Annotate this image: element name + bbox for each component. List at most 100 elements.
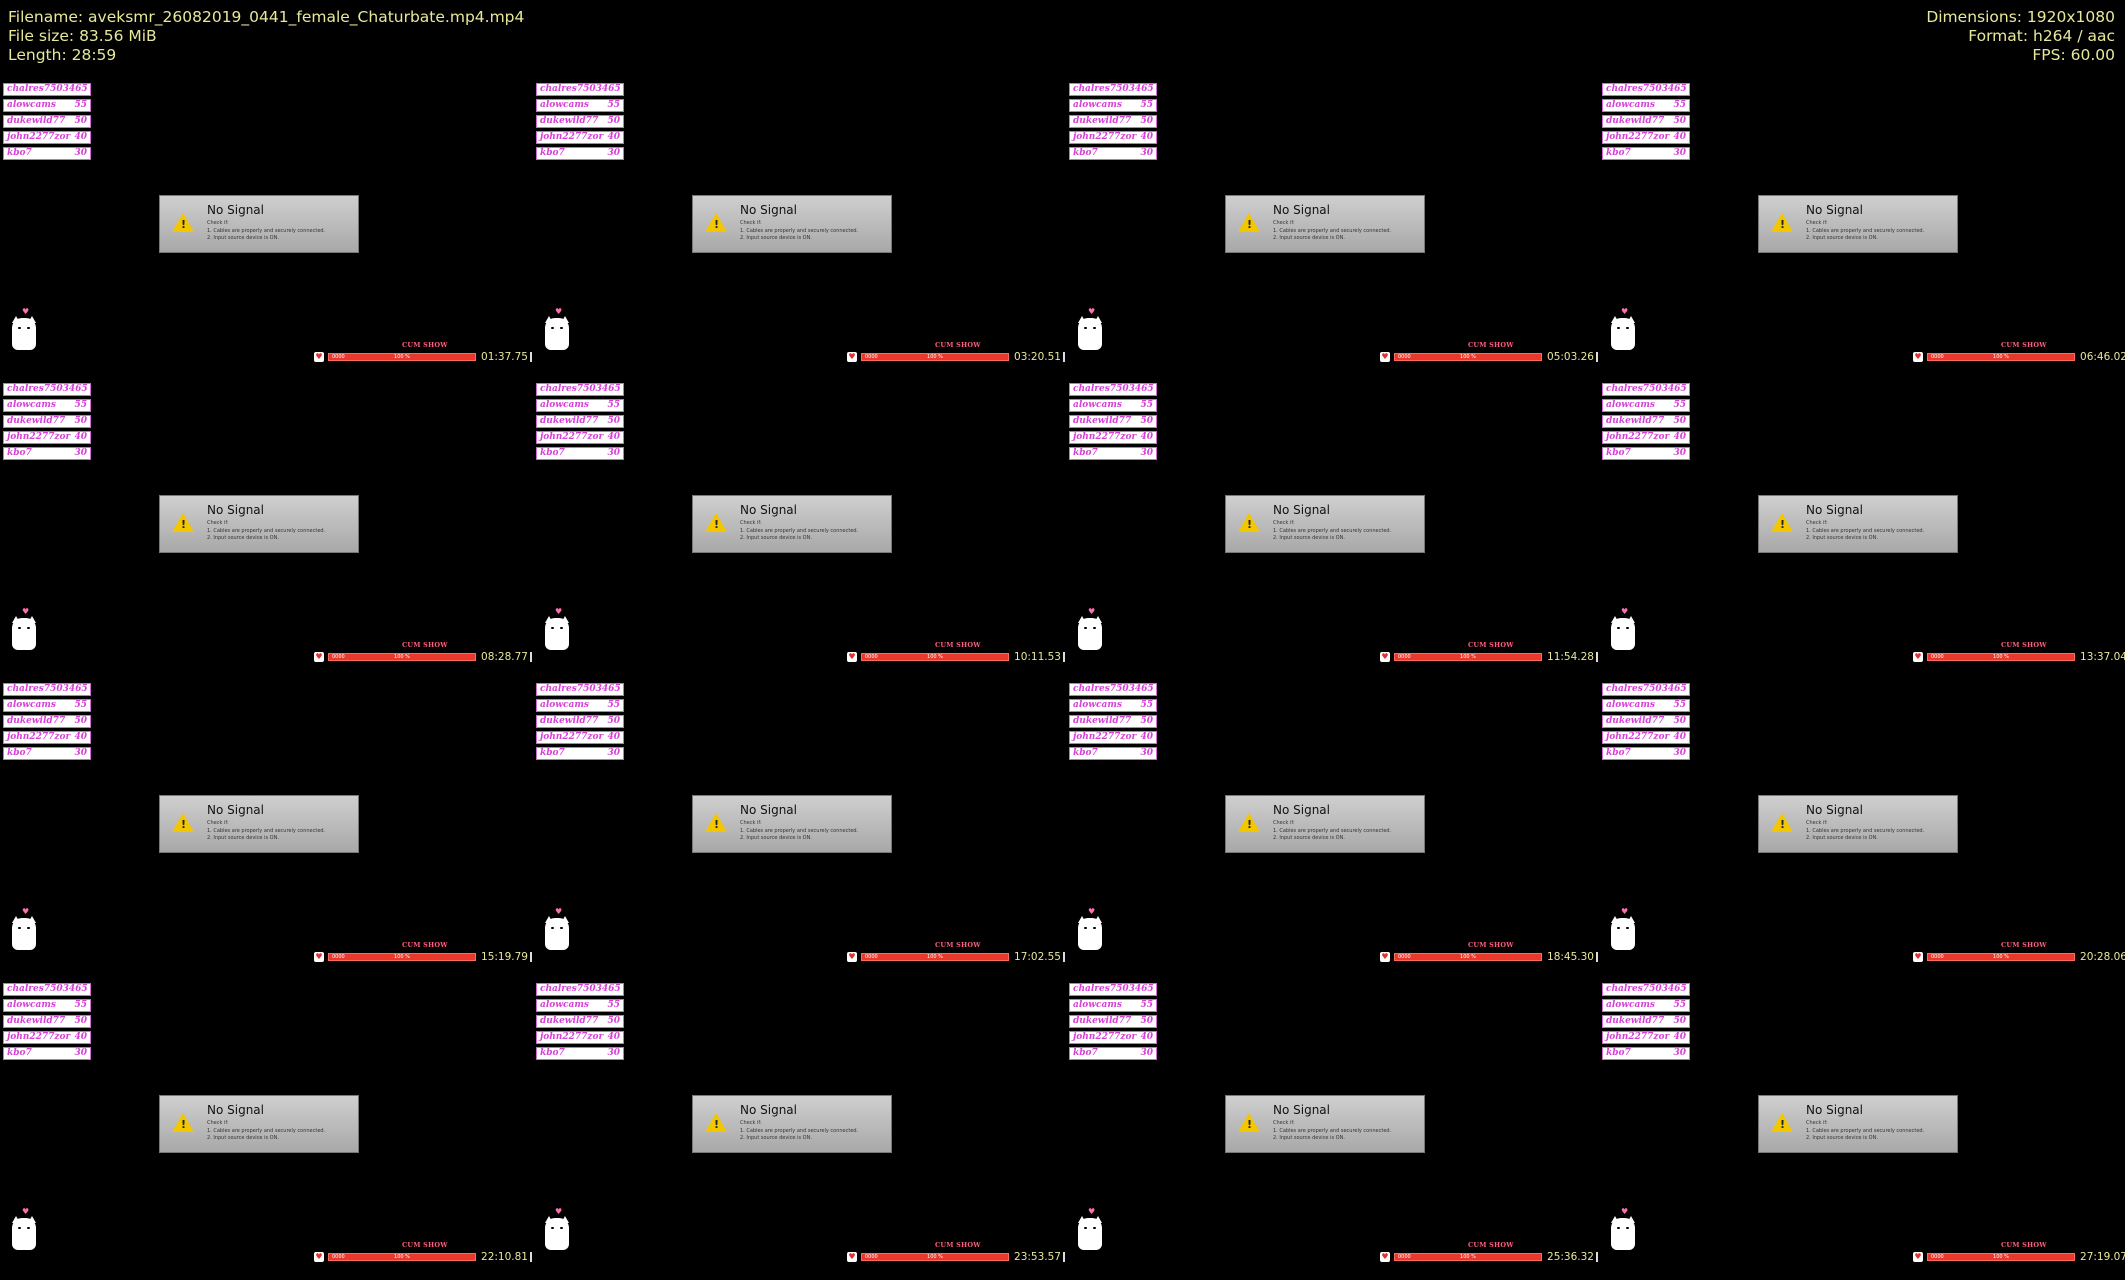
warning-icon bbox=[172, 1113, 194, 1132]
frame-marker bbox=[1596, 352, 1598, 362]
no-signal-line: 1. Cables are properly and securely conn… bbox=[207, 827, 326, 834]
heart-icon: ♥ bbox=[1380, 652, 1390, 662]
goal-percent: 100 % bbox=[927, 1254, 943, 1260]
no-signal-line: 2. Input source device is ON. bbox=[207, 535, 279, 541]
leaderboard-score: 30 bbox=[1140, 748, 1153, 758]
leaderboard-name: dukewild77 bbox=[1606, 416, 1665, 426]
no-signal-title: No Signal bbox=[740, 503, 797, 517]
leaderboard-name: john2277zor bbox=[1606, 432, 1670, 442]
goal-progress-fill bbox=[862, 654, 1008, 660]
leaderboard-score: 40 bbox=[74, 732, 87, 742]
no-signal-line: 1. Cables are properly and securely conn… bbox=[740, 527, 859, 534]
no-signal-line: 2. Input source device is ON. bbox=[1273, 535, 1345, 541]
leaderboard-name: john2277zor bbox=[7, 1032, 71, 1042]
leaderboard-name: john2277zor bbox=[1073, 732, 1137, 742]
frame-marker bbox=[530, 1252, 532, 1262]
no-signal-title: No Signal bbox=[1273, 503, 1330, 517]
no-signal-line: Check if: bbox=[1806, 220, 1828, 226]
leaderboard-name: john2277zor bbox=[1073, 432, 1137, 442]
no-signal-line: 2. Input source device is ON. bbox=[1273, 235, 1345, 241]
leaderboard-score: 3465 bbox=[1661, 984, 1687, 994]
goal-value: 0000 bbox=[1931, 954, 1944, 960]
leaderboard-score: 40 bbox=[74, 432, 87, 442]
no-signal-title: No Signal bbox=[1806, 503, 1863, 517]
no-signal-line: 1. Cables are properly and securely conn… bbox=[740, 1127, 859, 1134]
warning-icon bbox=[705, 213, 727, 232]
heart-icon: ♥ bbox=[1621, 607, 1629, 616]
leaderboard-score: 40 bbox=[607, 132, 620, 142]
no-signal-line: Check if: bbox=[1806, 820, 1828, 826]
leaderboard-score: 50 bbox=[1140, 416, 1153, 426]
leaderboard-name: chalres750 bbox=[7, 684, 63, 694]
no-signal-line: 1. Cables are properly and securely conn… bbox=[207, 1127, 326, 1134]
no-signal-line: Check if: bbox=[740, 520, 762, 526]
leaderboard-name: kbo7 bbox=[540, 1048, 565, 1058]
heart-icon: ♥ bbox=[1088, 607, 1096, 616]
file-info: Filename: aveksmr_26082019_0441_female_C… bbox=[8, 8, 524, 65]
heart-icon: ♥ bbox=[314, 352, 324, 362]
no-signal-details: Check if:1. Cables are properly and secu… bbox=[1806, 220, 1924, 243]
goal-label: CUM SHOW bbox=[2001, 1241, 2047, 1249]
frame-marker bbox=[1063, 1252, 1065, 1262]
leaderboard-score: 30 bbox=[1140, 148, 1153, 158]
frame-marker bbox=[1596, 652, 1598, 662]
leaderboard-score: 50 bbox=[1673, 416, 1686, 426]
leaderboard-name: alowcams bbox=[1606, 100, 1655, 110]
leaderboard-name: kbo7 bbox=[1606, 1048, 1631, 1058]
cat-mascot-icon: ♥ bbox=[1607, 1208, 1639, 1250]
leaderboard-score: 3465 bbox=[62, 684, 88, 694]
goal-percent: 100 % bbox=[1460, 654, 1476, 660]
goal-value: 0000 bbox=[332, 354, 345, 360]
leaderboard-score: 30 bbox=[74, 148, 87, 158]
heart-icon: ♥ bbox=[555, 607, 563, 616]
heart-icon: ♥ bbox=[1913, 652, 1923, 662]
leaderboard-name: chalres750 bbox=[540, 684, 596, 694]
no-signal-line: 1. Cables are properly and securely conn… bbox=[1273, 1127, 1392, 1134]
leaderboard-name: chalres750 bbox=[1073, 684, 1129, 694]
no-signal-title: No Signal bbox=[1806, 203, 1863, 217]
cat-mascot-icon: ♥ bbox=[8, 608, 40, 650]
leaderboard-score: 3465 bbox=[1661, 684, 1687, 694]
heart-icon: ♥ bbox=[314, 1252, 324, 1262]
no-signal-line: Check if: bbox=[207, 220, 229, 226]
leaderboard-name: kbo7 bbox=[1073, 448, 1098, 458]
leaderboard-score: 50 bbox=[607, 1016, 620, 1026]
goal-progress-fill bbox=[1395, 654, 1541, 660]
leaderboard-name: dukewild77 bbox=[1073, 116, 1132, 126]
timestamp-label: 13:37.04 bbox=[2080, 651, 2125, 663]
no-signal-line: 2. Input source device is ON. bbox=[207, 235, 279, 241]
goal-progress-fill bbox=[1928, 1254, 2074, 1260]
timestamp-label: 22:10.81 bbox=[481, 1251, 528, 1263]
goal-progress-fill bbox=[1395, 954, 1541, 960]
frame-marker bbox=[1596, 952, 1598, 962]
leaderboard-score: 55 bbox=[607, 700, 620, 710]
leaderboard-score: 50 bbox=[74, 416, 87, 426]
warning-icon bbox=[1238, 813, 1260, 832]
leaderboard-name: kbo7 bbox=[1073, 148, 1098, 158]
goal-percent: 100 % bbox=[1993, 1254, 2009, 1260]
